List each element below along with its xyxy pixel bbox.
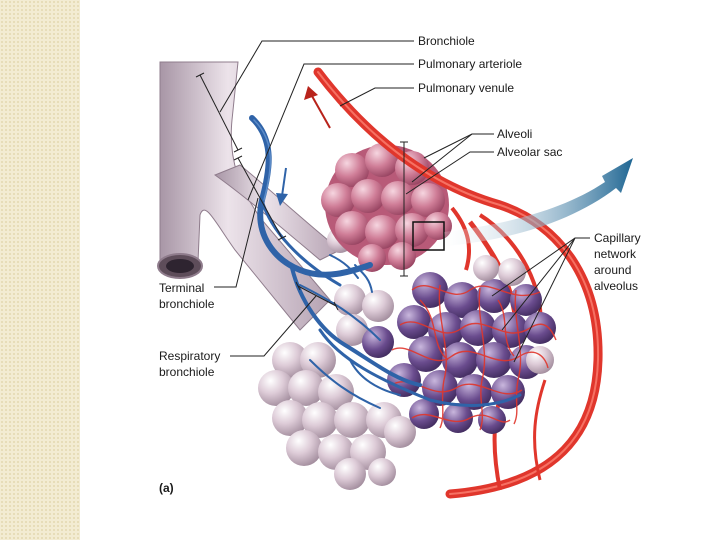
blood-flow-arrow-up xyxy=(304,86,330,128)
label-capillary-line3: around xyxy=(594,263,631,277)
label-respiratory-line2: bronchiole xyxy=(159,365,215,379)
label-alveoli: Alveoli xyxy=(497,127,532,141)
label-terminal-line1: Terminal xyxy=(159,281,204,295)
label-respiratory-line1: Respiratory xyxy=(159,349,220,363)
label-alveolar-sac: Alveolar sac xyxy=(497,145,562,159)
label-capillary-line2: network xyxy=(594,247,637,261)
label-pulmonary-arteriole: Pulmonary arteriole xyxy=(418,57,522,71)
panel-label: (a) xyxy=(159,481,174,495)
label-capillary-line1: Capillary xyxy=(594,231,641,245)
label-terminal-line2: bronchiole xyxy=(159,297,215,311)
label-bronchiole: Bronchiole xyxy=(418,34,475,48)
label-pulmonary-venule: Pulmonary venule xyxy=(418,81,514,95)
label-capillary-line4: alveolus xyxy=(594,279,638,293)
